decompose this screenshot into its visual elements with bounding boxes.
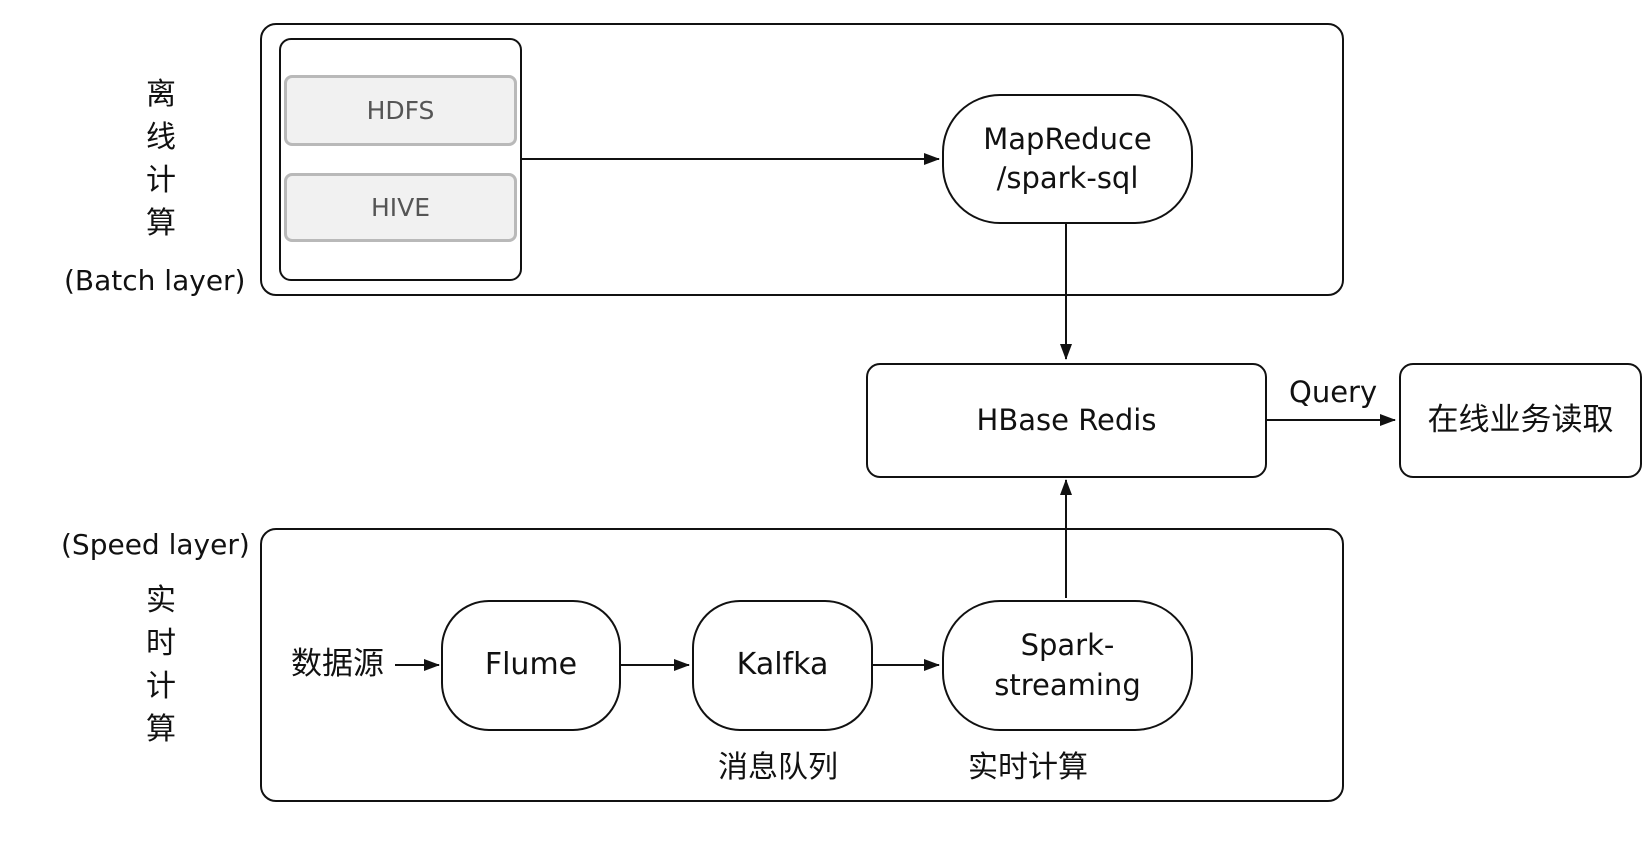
speed-side-char: 计 bbox=[146, 669, 176, 704]
kafka-node: Kalfka bbox=[692, 600, 873, 731]
hive-storage: HIVE bbox=[284, 173, 517, 242]
realtime-compute-caption: 实时计算 bbox=[968, 750, 1088, 785]
speed-side-label: 实 时 计 算 bbox=[141, 579, 181, 751]
query-label: Query bbox=[1289, 375, 1378, 409]
batch-side-char: 算 bbox=[146, 206, 176, 241]
speed-side-char: 算 bbox=[146, 712, 176, 747]
batch-side-char: 线 bbox=[146, 120, 176, 155]
spark-sql-label: /spark-sql bbox=[996, 161, 1139, 195]
streaming-label: streaming bbox=[994, 667, 1141, 702]
batch-side-label: 离 线 计 算 bbox=[141, 73, 181, 245]
speed-side-char: 时 bbox=[146, 626, 176, 661]
speed-layer-panel bbox=[260, 528, 1344, 802]
batch-side-char: 离 bbox=[146, 77, 176, 112]
spark-label: Spark- bbox=[1020, 628, 1115, 663]
flume-node: Flume bbox=[441, 600, 621, 731]
message-queue-caption: 消息队列 bbox=[718, 750, 838, 785]
data-source-label: 数据源 bbox=[291, 646, 384, 682]
mapreduce-label: MapReduce bbox=[983, 121, 1152, 156]
speed-side-char: 实 bbox=[146, 583, 176, 618]
speed-layer-label: (Speed layer) bbox=[61, 528, 250, 561]
hbase-redis-store: HBase Redis bbox=[866, 363, 1267, 478]
batch-side-char: 计 bbox=[146, 163, 176, 198]
batch-layer-label: (Batch layer) bbox=[64, 264, 246, 297]
spark-streaming-node: Spark- streaming bbox=[942, 600, 1193, 731]
hdfs-storage: HDFS bbox=[284, 75, 517, 146]
batch-layer-panel bbox=[260, 23, 1344, 296]
online-business-read-node: 在线业务读取 bbox=[1399, 363, 1642, 478]
mapreduce-spark-sql-node: MapReduce /spark-sql bbox=[942, 94, 1193, 224]
